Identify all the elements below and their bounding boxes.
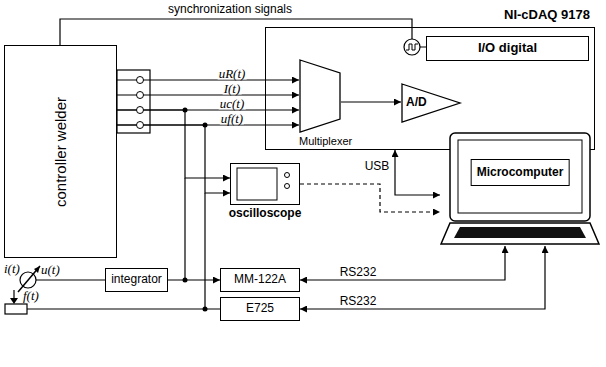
connector	[117, 79, 299, 80]
signal-name: u(t)	[40, 263, 61, 276]
connector	[395, 150, 440, 195]
connector	[300, 246, 505, 280]
io-box: I/O digital	[426, 36, 589, 61]
square-wave	[406, 44, 418, 50]
terminal	[137, 122, 144, 129]
multiplexer-outline	[299, 59, 341, 133]
connector-label: RS232	[339, 266, 378, 279]
signal-name: I(t)	[223, 82, 242, 95]
connector	[300, 184, 440, 212]
wire	[184, 178, 185, 280]
connector-label: synchronization signals	[167, 3, 293, 16]
node-label: E725	[246, 302, 274, 315]
wire	[204, 193, 205, 309]
keyboard	[454, 227, 586, 238]
arrowhead	[34, 266, 40, 273]
triangle	[402, 84, 460, 122]
arrowhead	[10, 298, 18, 304]
signal-name: uR(t)	[218, 67, 247, 80]
connector-label: USB	[364, 160, 391, 173]
junction-dot	[203, 123, 208, 128]
connector	[117, 94, 299, 95]
connector-label: RS232	[339, 295, 378, 308]
laptop: Microcomputer	[440, 132, 600, 246]
laptop-screen-frame	[450, 133, 590, 221]
connector	[60, 19, 426, 47]
node-label: I/O digital	[478, 41, 537, 55]
force-sensor-symbol	[5, 304, 27, 314]
connector	[117, 110, 230, 178]
signal-name: uc(t)	[219, 97, 246, 110]
multiplexer-symbol: Multiplexer	[299, 59, 341, 133]
signal-name: uf(t)	[220, 112, 244, 125]
device-title: NI-cDAQ 9178	[504, 8, 590, 22]
clock-symbol	[404, 39, 420, 55]
signal-name: f(t)	[22, 289, 40, 302]
node-label: A/D	[406, 96, 427, 109]
daq-housing: NI-cDAQ 9178I/O digitalMultiplexerA/D	[265, 27, 595, 150]
connector	[168, 279, 220, 280]
meter-box: MM-122A	[220, 268, 300, 292]
node-label: MM-122A	[234, 273, 286, 286]
knob	[285, 173, 290, 178]
laptop-base	[441, 223, 599, 244]
junction-dot	[183, 278, 188, 283]
junction-dot	[183, 108, 188, 113]
terminal	[137, 77, 144, 84]
adc-triangle: A/D	[401, 83, 461, 123]
node-label: Multiplexer	[299, 135, 352, 147]
oscilloscope-box: oscilloscope	[230, 163, 300, 205]
node-label: Microcomputer	[471, 159, 570, 186]
oscilloscope-screen	[237, 168, 277, 200]
controller-box: controller welder	[4, 45, 117, 258]
wire	[27, 308, 220, 309]
laptop-outline	[440, 132, 600, 246]
connector	[341, 101, 401, 102]
laptop-screen	[458, 140, 582, 213]
knob	[285, 184, 290, 189]
wire	[36, 279, 105, 280]
terminal	[137, 107, 144, 114]
meter-box: E725	[220, 297, 300, 321]
device-name: controller welder	[52, 96, 69, 206]
signal-name: i(t)	[3, 262, 21, 275]
node-label: integrator	[111, 273, 162, 286]
node-label: oscilloscope	[229, 207, 302, 220]
terminal	[137, 92, 144, 99]
trapezoid	[300, 60, 340, 132]
connector	[300, 246, 545, 309]
junction-dot	[203, 307, 208, 312]
connector	[117, 125, 230, 193]
integrator-box: integrator	[105, 268, 168, 292]
force-arrow	[13, 290, 14, 299]
